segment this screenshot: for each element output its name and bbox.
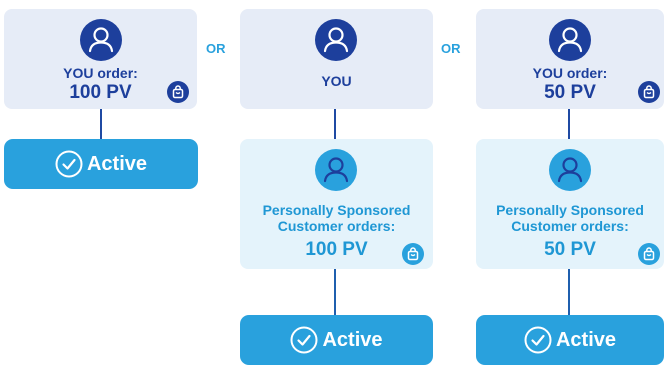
active-status-col2: Active (240, 315, 433, 365)
active-label: Active (555, 328, 617, 351)
active-label: Active (86, 152, 148, 175)
check-circle-icon (55, 150, 83, 178)
you-order-label: YOU order: (532, 65, 608, 81)
connector-line (568, 269, 570, 315)
connector-line (334, 269, 336, 315)
check-circle-icon (524, 326, 552, 354)
connector-line (568, 109, 570, 139)
customer-order-pv: 100 PV (305, 239, 368, 260)
check-circle-icon (290, 326, 318, 354)
active-status-col3: Active (476, 315, 664, 365)
active-status-col1: Active (4, 139, 198, 189)
shopping-bag-icon (167, 81, 189, 103)
customer-label-line2: Customer orders: (511, 218, 629, 234)
shopping-bag-icon (638, 243, 660, 265)
user-icon (549, 19, 591, 61)
user-icon (549, 149, 591, 191)
customer-label-line1: Personally Sponsored (262, 202, 411, 218)
shopping-bag-icon (402, 243, 424, 265)
you-label: YOU (321, 73, 352, 89)
user-icon (315, 19, 357, 61)
connector-line (334, 109, 336, 139)
shopping-bag-icon (638, 81, 660, 103)
you-order-pv: 100 PV (69, 82, 132, 103)
user-icon (80, 19, 122, 61)
customer-order-pv: 50 PV (544, 239, 596, 260)
active-label: Active (322, 328, 383, 351)
customer-label-line2: Customer orders: (277, 218, 396, 234)
you-order-pv: 50 PV (544, 82, 596, 103)
user-icon (315, 149, 357, 191)
you-order-label: YOU order: (63, 65, 138, 81)
or-label: OR (206, 41, 226, 56)
customer-label-line1: Personally Sponsored (496, 202, 644, 218)
connector-line (100, 109, 102, 139)
or-label: OR (441, 41, 461, 56)
